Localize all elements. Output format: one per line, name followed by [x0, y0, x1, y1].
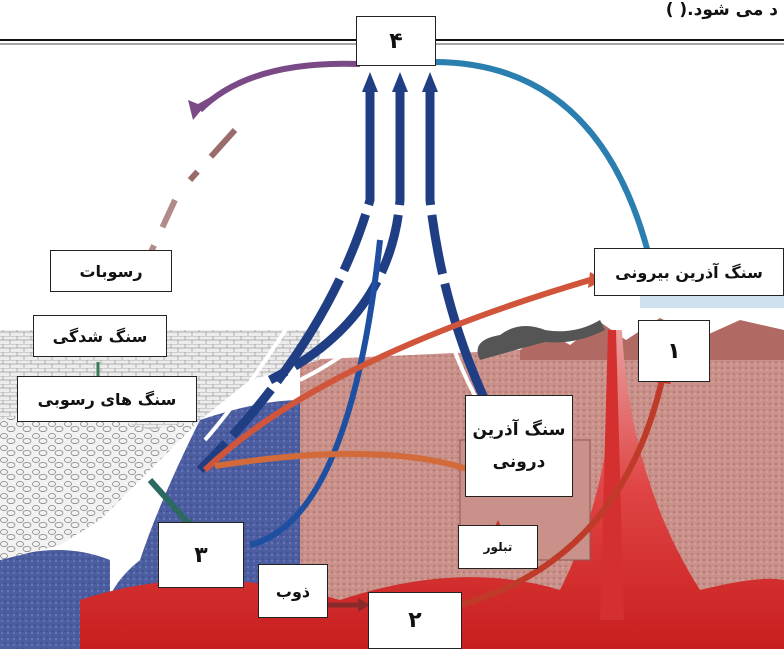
label-sedimentary-rocks: سنگ های رسوبی: [17, 376, 197, 422]
stage-box-2-text: ۲: [408, 608, 422, 633]
label-extrusive-igneous-text: سنگ آذرین بیرونی: [615, 262, 763, 282]
label-melt-text: ذوب: [275, 581, 311, 601]
label-crystallization: تبلور: [458, 525, 538, 569]
stage-box-1-text: ۱: [667, 338, 681, 364]
arrow-to-extrusive: [202, 277, 591, 473]
smoke-plume: [477, 320, 605, 360]
arrow-intrusive-to-sedimentary: [214, 450, 471, 473]
stage-box-3-text: ۳: [194, 542, 208, 568]
arrow-4-to-1: [429, 58, 653, 261]
arrow-4-to-sediments: [197, 60, 361, 113]
arrow-up-left: [196, 85, 375, 474]
label-sedimentary-rocks-text: سنگ های رسوبی: [37, 389, 177, 409]
label-intrusive-igneous: سنگ آذرین درونی: [465, 395, 573, 497]
label-lithification-text: سنگ شدگی: [52, 326, 148, 346]
stage-box-1: ۱: [638, 320, 710, 382]
label-crystallization-text: تبلور: [483, 540, 513, 554]
volcano-vent: [600, 330, 624, 620]
stage-box-3: ۳: [158, 522, 244, 588]
arrow-2-to-1: [459, 379, 665, 608]
header-text: د می شود.( ): [665, 0, 778, 20]
label-intrusive-igneous-line1: سنگ آذرین: [472, 419, 566, 440]
stage-box-2: ۲: [368, 592, 462, 649]
label-intrusive-igneous-line2: درونی: [492, 452, 546, 472]
stage-box-4: ۴: [356, 16, 436, 66]
label-melt: ذوب: [258, 564, 328, 618]
label-lithification: سنگ شدگی: [33, 315, 167, 357]
arrow-up-mid: [267, 85, 405, 385]
label-extrusive-igneous: سنگ آذرین بیرونی: [594, 248, 784, 296]
label-sediments-text: رسوبات: [79, 261, 143, 281]
stage-box-4-text: ۴: [389, 28, 403, 54]
arrow-sedimentary-to-3: [147, 478, 193, 527]
label-sediments: رسوبات: [50, 250, 172, 292]
